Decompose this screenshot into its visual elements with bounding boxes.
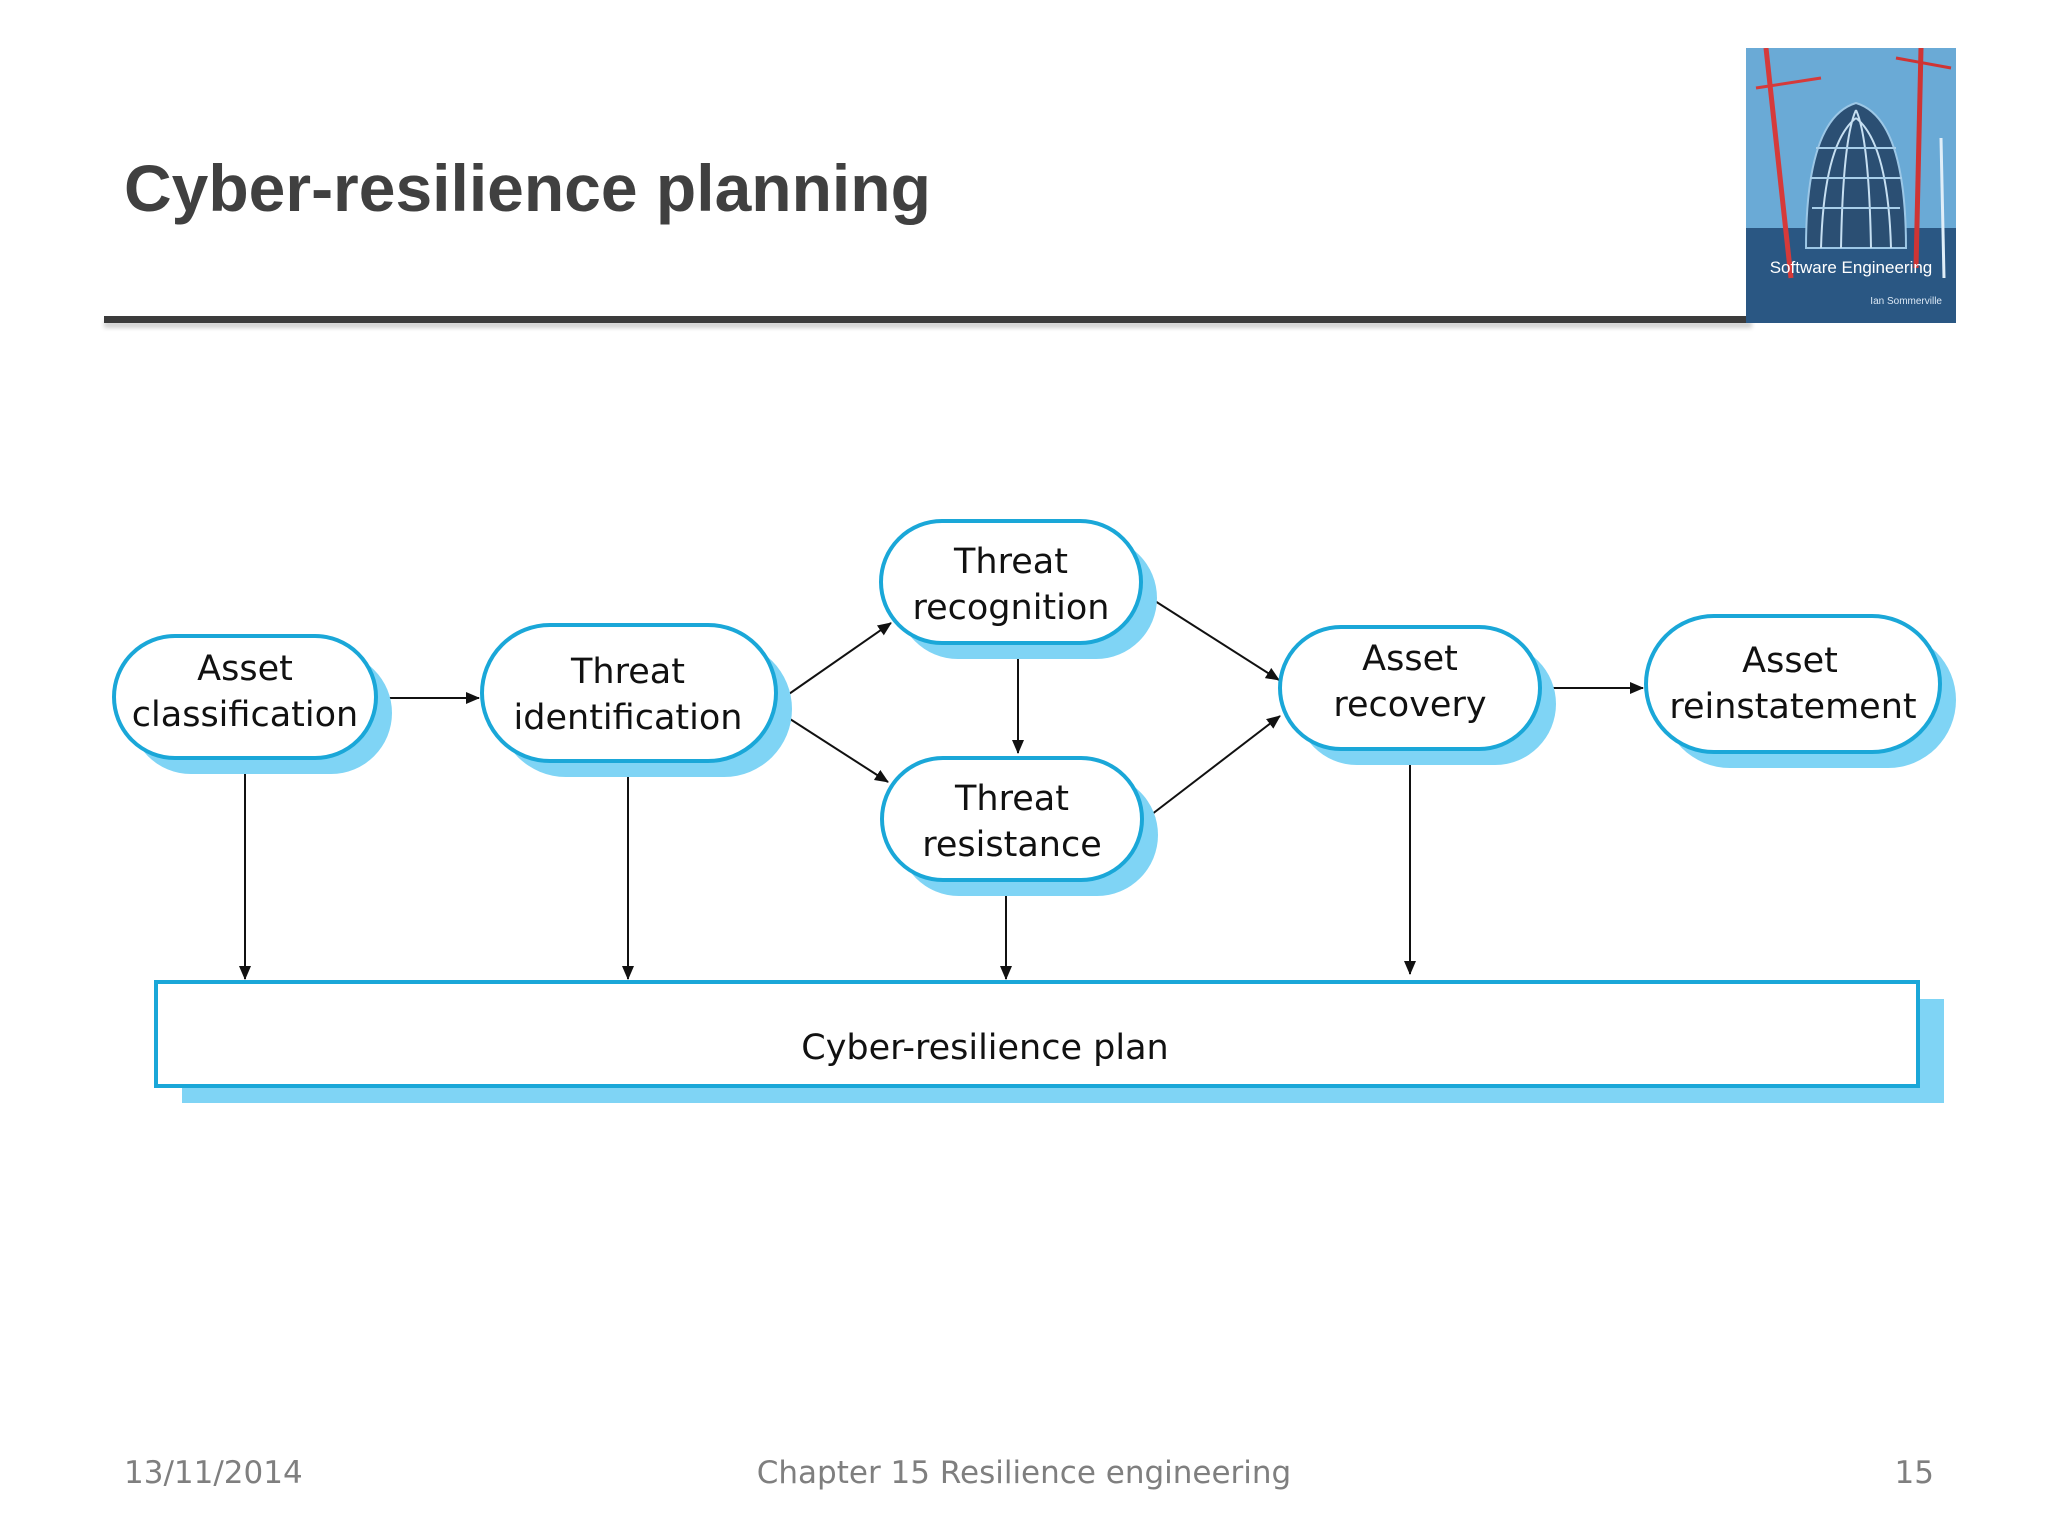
arrow-identification-to-recognition (775, 622, 892, 704)
diagram-arrows (239, 593, 1644, 980)
title-divider (104, 316, 1752, 323)
book-cover-image: Software Engineering Ian Sommerville (1746, 48, 1956, 323)
node-threat-recognition-line2: recognition (913, 588, 1110, 628)
node-asset-reinstatement-line1: Asset (1742, 641, 1838, 681)
node-threat-identification-line2: identification (514, 698, 743, 738)
arrow-recognition-to-recovery (1143, 593, 1280, 681)
slide-title: Cyber-resilience planning (124, 151, 931, 225)
node-threat-resistance: Threat resistance (880, 756, 1158, 896)
node-asset-recovery: Asset recovery (1278, 625, 1556, 765)
cover-illustration (1746, 48, 1956, 323)
footer-date: 13/11/2014 (124, 1455, 303, 1491)
cover-title: Software Engineering (1769, 258, 1933, 277)
node-threat-recognition: Threat recognition (879, 519, 1157, 659)
arrow-resistance-to-recovery (1146, 715, 1281, 819)
arrow-identification-to-resistance (775, 709, 889, 783)
node-threat-resistance-line2: resistance (922, 825, 1101, 865)
node-threat-resistance-line1: Threat (954, 779, 1069, 819)
cyber-resilience-plan-label: Cyber-resilience plan (801, 1028, 1168, 1068)
node-asset-recovery-line1: Asset (1362, 639, 1458, 679)
node-threat-identification: Threat identification (480, 623, 792, 777)
node-threat-identification-line1: Threat (570, 652, 685, 692)
node-asset-reinstatement-line2: reinstatement (1669, 687, 1916, 727)
cyber-resilience-plan-box: Cyber-resilience plan (154, 980, 1944, 1103)
node-asset-reinstatement: Asset reinstatement (1644, 614, 1956, 768)
node-threat-recognition-line1: Threat (953, 542, 1068, 582)
node-asset-recovery-line2: recovery (1333, 685, 1486, 725)
node-asset-classification: Asset classification (112, 634, 392, 774)
node-asset-classification-line1: Asset (197, 649, 293, 689)
footer-page-number: 15 (1894, 1455, 1934, 1491)
footer-chapter: Chapter 15 Resilience engineering (756, 1455, 1292, 1491)
node-asset-classification-line2: classification (132, 695, 358, 735)
cover-author: Ian Sommerville (1870, 296, 1942, 307)
